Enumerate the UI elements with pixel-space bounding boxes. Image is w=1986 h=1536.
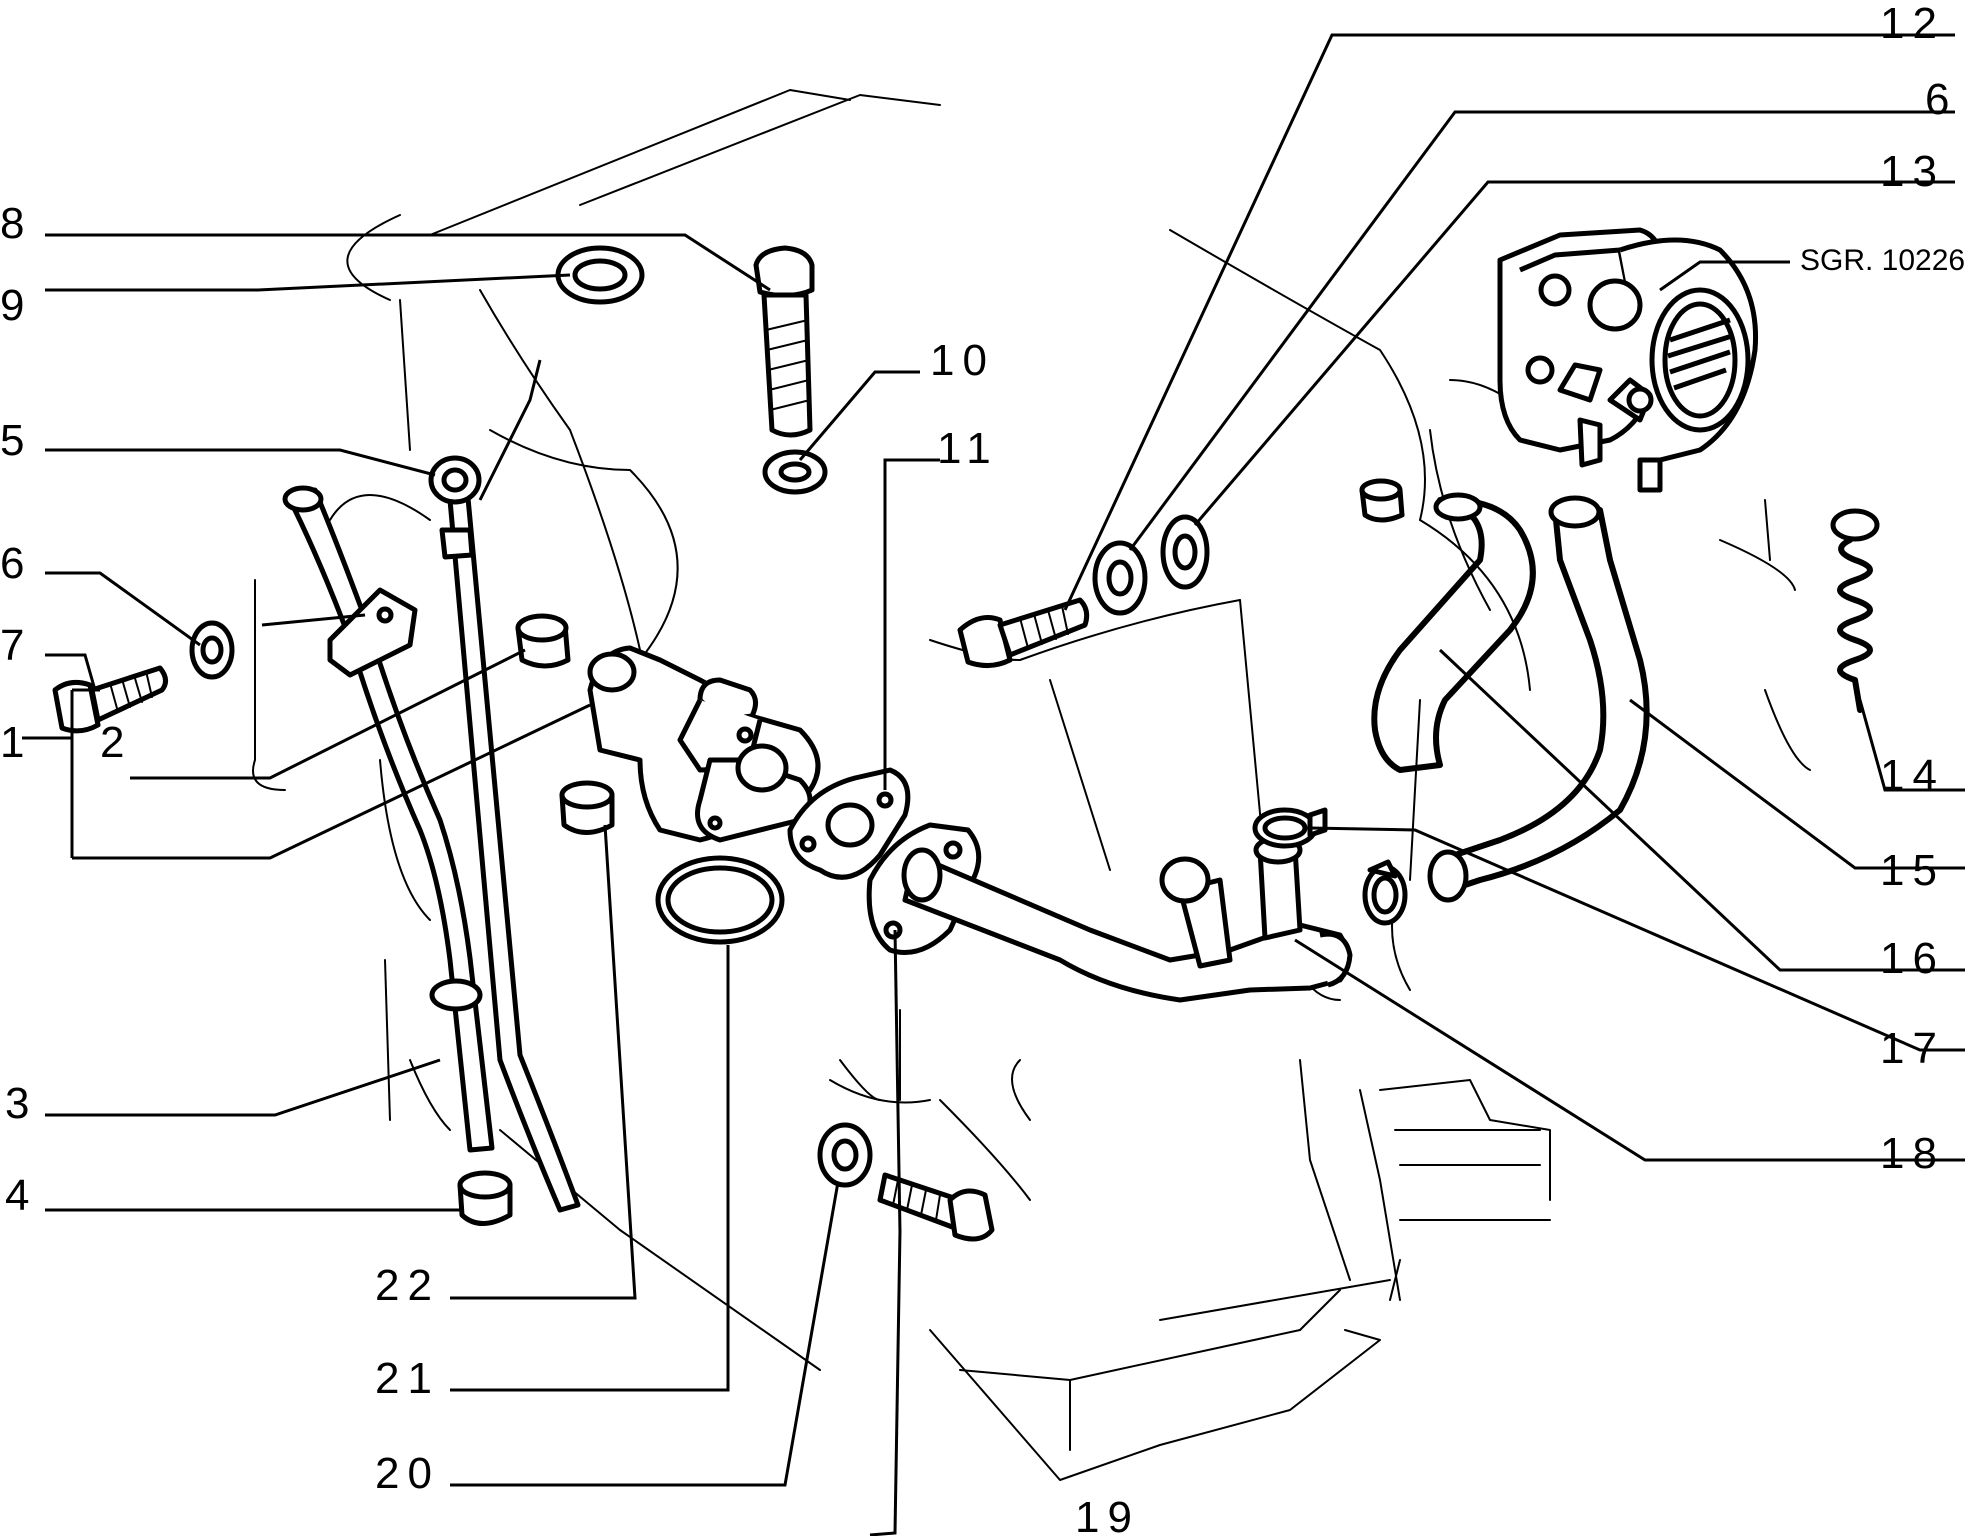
grommet-4 — [457, 1170, 513, 1226]
hose-16-end — [1433, 492, 1483, 522]
washer-10 — [762, 449, 828, 495]
callout-10: 10 — [930, 336, 995, 385]
callout-20: 20 — [375, 1449, 440, 1498]
callout-5: 5 — [0, 416, 32, 465]
callout-2: 2 — [100, 718, 132, 767]
throttle-body — [1497, 227, 1759, 493]
bolt-7 — [52, 665, 168, 734]
dipstick — [428, 455, 581, 1213]
breather-housing — [587, 645, 821, 843]
callout-13: 13 — [1880, 147, 1945, 196]
callout-17: 17 — [1880, 1024, 1945, 1073]
spring-clip — [1830, 508, 1880, 713]
callout-3: 3 — [5, 1079, 37, 1128]
hose-16 — [1371, 497, 1536, 773]
water-pipe-flange — [866, 822, 1353, 1003]
callout-14: 14 — [1880, 751, 1945, 800]
callout-15: 15 — [1880, 846, 1945, 895]
callout-6-right: 6 — [1925, 75, 1957, 124]
bolt-12 — [957, 597, 1090, 668]
callout-6-left: 6 — [0, 539, 32, 588]
engine-block-outline — [252, 89, 1811, 1481]
callout-9: 9 — [0, 281, 32, 330]
callout-11: 11 — [937, 424, 999, 473]
callout-16: 16 — [1880, 934, 1945, 983]
callout-7: 7 — [0, 621, 32, 670]
callout-4: 4 — [5, 1171, 37, 1220]
washer-20 — [817, 1122, 873, 1188]
washer-6-left — [189, 620, 235, 680]
callout-8: 8 — [0, 199, 32, 248]
drawing-reference: SGR. 10226 — [1800, 244, 1965, 277]
bolt-8 — [753, 245, 815, 438]
gasket-11 — [787, 767, 911, 880]
bracket-hole — [376, 606, 394, 624]
o-ring-21 — [655, 855, 785, 945]
hose-15-end — [1548, 495, 1602, 529]
hose-clamp-lower — [1362, 859, 1408, 926]
callout-1: 1 — [0, 718, 32, 767]
callout-21: 21 — [375, 1354, 440, 1403]
leader-lines — [22, 33, 1965, 1536]
bolt-19 — [877, 1172, 995, 1242]
callout-18: 18 — [1880, 1129, 1945, 1178]
hose-15-lower-end — [1427, 849, 1469, 903]
washer-13 — [1160, 514, 1210, 590]
washer-6-right — [1092, 540, 1148, 616]
washer-9 — [555, 245, 645, 305]
small-plug — [1359, 478, 1405, 523]
plug-cap — [515, 613, 571, 669]
grommet-22 — [559, 780, 615, 835]
callout-22: 22 — [375, 1261, 440, 1310]
guide-tube-bracket — [327, 587, 418, 678]
callout-19: 19 — [1075, 1493, 1140, 1536]
callout-12: 12 — [1880, 0, 1945, 48]
hose-15 — [1437, 502, 1650, 893]
